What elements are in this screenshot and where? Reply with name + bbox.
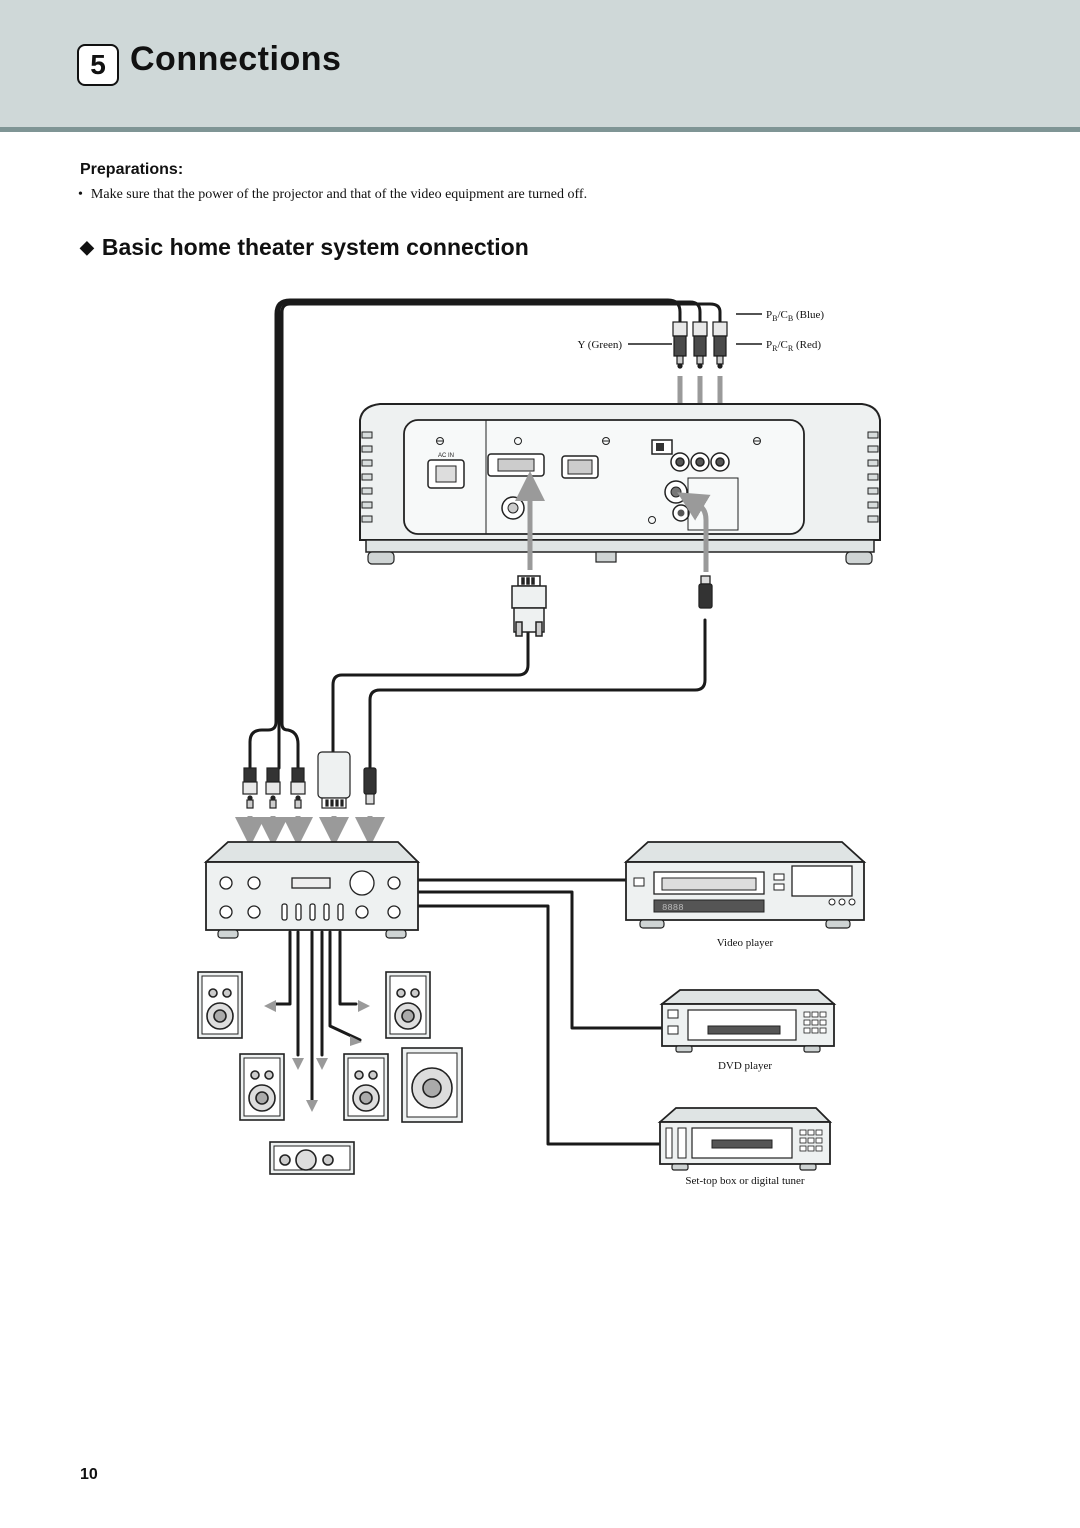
header-rule <box>0 127 1080 132</box>
speaker-cable-fl <box>274 930 292 1006</box>
av-receiver <box>203 841 421 939</box>
cables <box>248 298 722 1146</box>
speaker-cable-sub <box>328 930 362 1042</box>
rca-plug-green <box>672 321 688 369</box>
preparations-item-text: Make sure that the power of the projecto… <box>90 187 588 202</box>
set-top-box <box>657 1107 833 1171</box>
dvd-player <box>659 989 837 1053</box>
dsub-cable <box>331 630 530 754</box>
dsub-plug-projector <box>511 575 547 637</box>
svideo-cable <box>368 618 707 770</box>
plugs-amplifier-side <box>242 751 377 809</box>
svideo-plug-projector <box>698 575 713 609</box>
y-green-label: Y (Green) <box>578 339 623 351</box>
insertion-arrows-projector-lower <box>515 471 711 572</box>
speaker-arrows <box>264 1000 370 1112</box>
speaker-cable-fr <box>338 930 358 1006</box>
rca-plug-blue <box>692 321 708 369</box>
speaker-front-right <box>385 971 431 1039</box>
section-heading-text: Basic home theater system connection <box>101 234 529 260</box>
amp-settop-cable <box>416 904 662 1146</box>
speaker-center <box>269 1141 355 1175</box>
speaker-surround-right <box>343 1053 389 1121</box>
pr-cr-red-label: PR/CR (Red) <box>766 339 821 353</box>
speaker-subwoofer <box>401 1047 463 1123</box>
projector: AC IN <box>359 403 881 565</box>
chapter-title: Connections <box>130 40 342 78</box>
amp-dvd-cable <box>416 890 664 1030</box>
rca-plugs-projector <box>672 321 728 369</box>
settop-box-label: Set-top box or digital tuner <box>685 1175 804 1187</box>
pb-cb-blue-label: PB/CB (Blue) <box>766 309 824 323</box>
page-number: 10 <box>80 1466 98 1483</box>
component-cable-blue <box>277 300 702 770</box>
header-band <box>0 0 1080 127</box>
label-leaders <box>628 313 762 345</box>
diamond-icon: ◆ <box>80 237 94 257</box>
ac-in-label: AC IN <box>438 453 454 459</box>
insertion-arrows-amplifier <box>235 816 385 847</box>
preparations-heading: Preparations: <box>80 161 184 178</box>
section-heading: ◆ Basic home theater system connection <box>80 234 529 261</box>
component-cable-red <box>280 302 722 770</box>
bullet-icon: • <box>78 187 83 202</box>
component-jacks <box>670 452 730 472</box>
speaker-surround-left <box>239 1053 285 1121</box>
dvd-player-label: DVD player <box>718 1060 772 1072</box>
chapter-number-badge: 5 <box>77 44 119 86</box>
rca-plug-red <box>712 321 728 369</box>
vcr-display-text: 8888 <box>662 903 684 913</box>
video-player: 8888 <box>623 841 867 929</box>
preparations-item: • Make sure that the power of the project… <box>78 187 587 203</box>
video-player-label: Video player <box>717 937 774 949</box>
speaker-front-left <box>197 971 243 1039</box>
